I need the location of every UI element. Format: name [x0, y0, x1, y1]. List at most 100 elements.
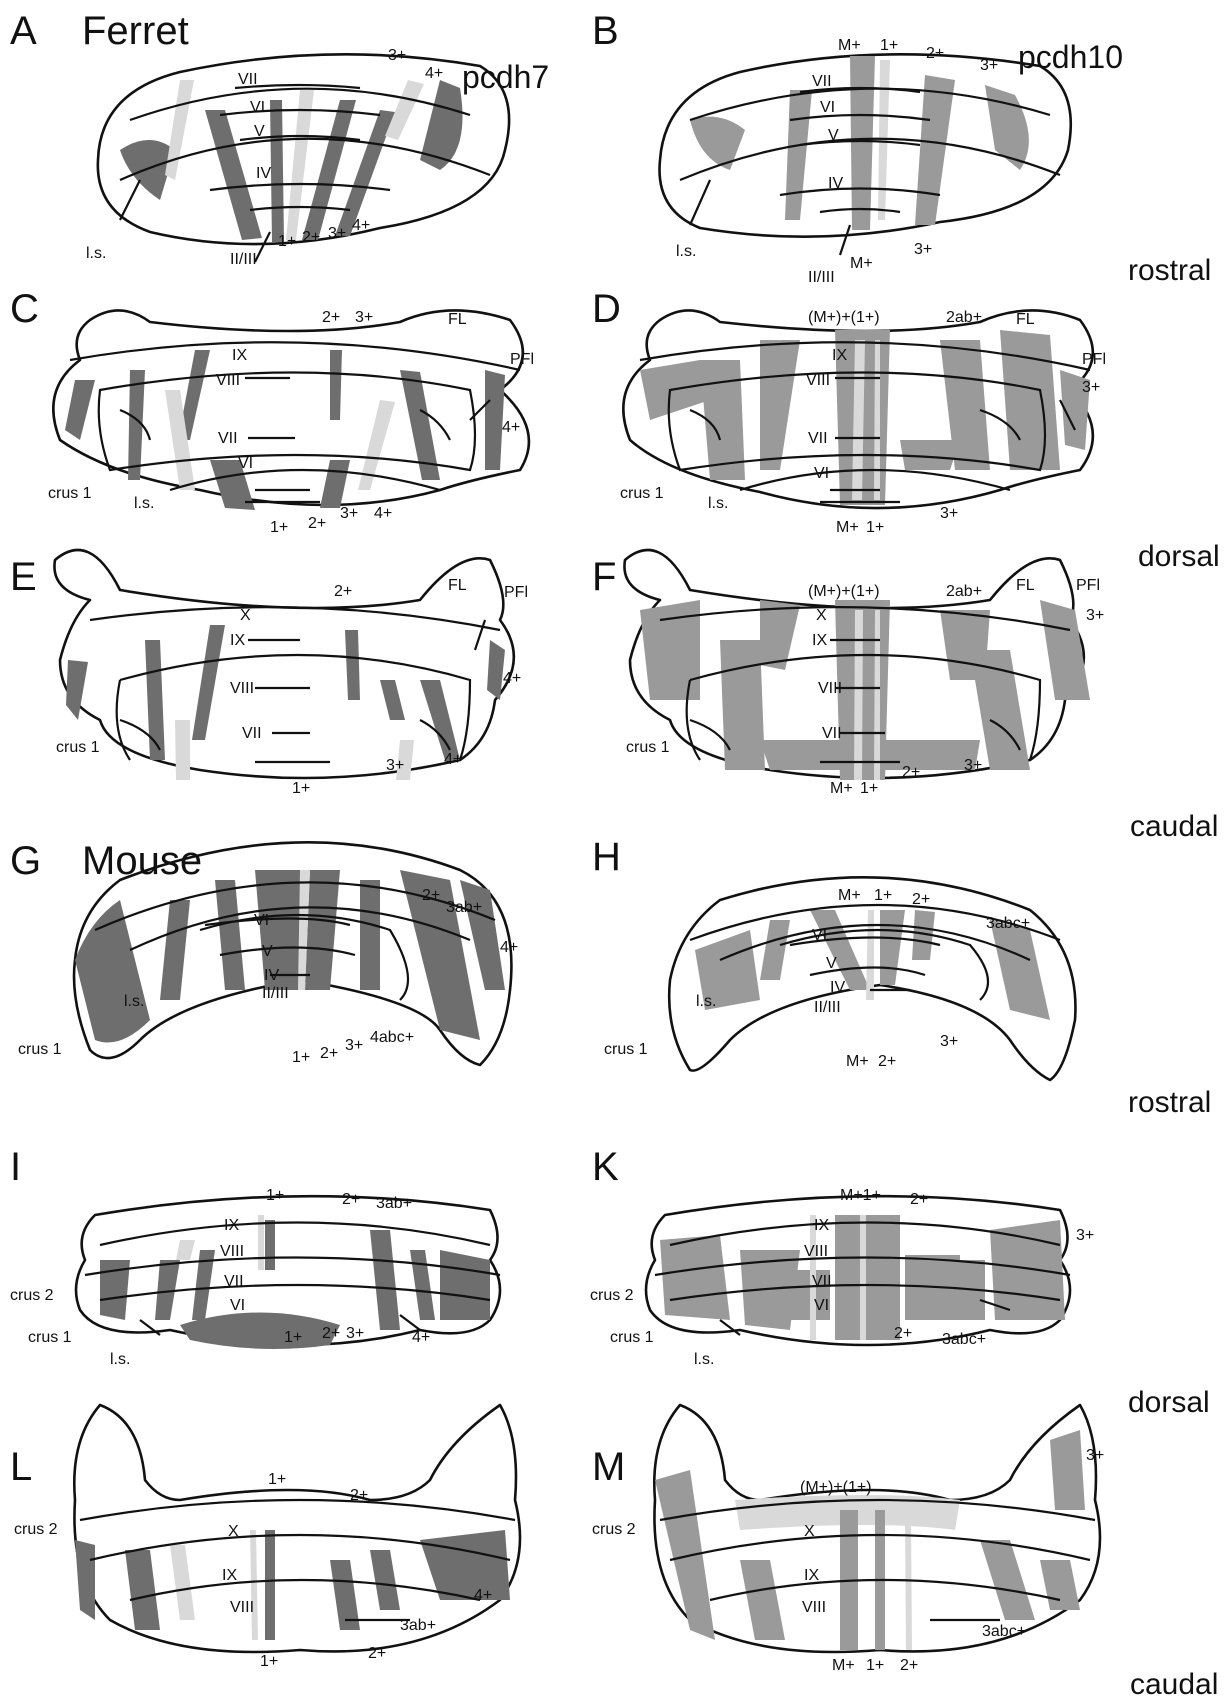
annotation-label: VII: [218, 430, 238, 447]
panel-h: H rostral VI V IV II/III M+ 1+ 2+ 3abc+ …: [592, 835, 1211, 1119]
annotation-label: 1+: [292, 1049, 310, 1066]
annotation-label: 3+: [1086, 1447, 1104, 1464]
annotation-label: (M+)+(1+): [808, 583, 880, 600]
annotation-label: 3+: [355, 309, 373, 326]
annotation-label: crus 1: [18, 1041, 62, 1058]
panel-l: L X IX VIII 1+ 2+ 4+ 3ab+ 1+ 2+ crus 2: [10, 1405, 520, 1670]
annotation-label: M+1+: [840, 1187, 881, 1204]
annotation-label: 3+: [1082, 379, 1100, 396]
annotation-label: 2ab+: [946, 309, 982, 326]
panel-h-view: rostral: [1128, 1086, 1211, 1119]
annotation-label: 1+: [874, 887, 892, 904]
panel-f-view: caudal: [1130, 810, 1218, 843]
panel-b: B pcdh10 rostral VII VI V IV II/III M+ 1…: [592, 9, 1211, 287]
stripe-medium: [835, 1215, 900, 1340]
annotation-label: PFl: [1082, 351, 1106, 368]
stripe-light: [175, 720, 190, 780]
annotation-label: PFl: [1076, 577, 1100, 594]
panel-k-letter: K: [592, 1145, 619, 1189]
annotation-label: 2+: [320, 1045, 338, 1062]
annotation-label: VIII: [216, 372, 240, 389]
annotation-label: 3ab+: [376, 1195, 412, 1212]
annotation-label: l.s.: [110, 1351, 130, 1368]
panel-c: C IX VIII VII VI 2+ 3+ FL PFl 4+ crus 1 …: [10, 287, 534, 536]
annotation-label: 2+: [900, 1657, 918, 1674]
annotation-label: 3+: [964, 757, 982, 774]
annotation-label: 1+: [860, 780, 878, 797]
stripe-dark: [270, 100, 284, 242]
annotation-label: VIII: [230, 680, 254, 697]
annotation-label: 2+: [302, 229, 320, 246]
annotation-label: IX: [832, 347, 847, 364]
annotation-label: 4+: [444, 751, 462, 768]
annotation-label: V: [826, 955, 837, 972]
annotation-label: 3+: [328, 225, 346, 242]
panel-f-letter: F: [592, 555, 616, 599]
annotation-label: M+: [830, 780, 853, 797]
annotation-label: VII: [822, 725, 842, 742]
stripe-medium: [660, 1235, 730, 1320]
annotation-label: VI: [814, 465, 829, 482]
annotation-label: 4+: [412, 1329, 430, 1346]
annotation-label: IX: [812, 632, 827, 649]
annotation-label: 3abc+: [986, 915, 1030, 932]
stripe-dark: [265, 1220, 275, 1270]
annotation-label: VI: [238, 455, 253, 472]
annotation-label: IX: [804, 1567, 819, 1584]
panel-a: A Ferret pcdh7 VII VI V IV II/III 3+ 4+ …: [10, 9, 549, 268]
panel-m: M caudal X IX VIII (M+)+(1+) 3+ 3abc+ M+…: [592, 1405, 1218, 1701]
annotation-label: crus 1: [626, 739, 670, 756]
panel-a-gene: pcdh7: [462, 59, 549, 95]
panel-d-view: dorsal: [1138, 540, 1220, 573]
annotation-label: 4+: [503, 670, 521, 687]
annotation-label: X: [816, 607, 827, 624]
annotation-label: VIII: [230, 1599, 254, 1616]
panel-l-letter: L: [10, 1445, 32, 1489]
annotation-label: VII: [242, 725, 262, 742]
annotation-label: 4+: [425, 65, 443, 82]
annotation-label: (M+)+(1+): [808, 309, 880, 326]
annotation-label: 3ab+: [446, 899, 482, 916]
annotation-label: FL: [1016, 577, 1035, 594]
annotation-label: VIII: [804, 1243, 828, 1260]
stripe-dark: [265, 1530, 275, 1640]
annotation-label: l.s.: [694, 1351, 714, 1368]
annotation-label: 1+: [866, 519, 884, 536]
annotation-label: 3+: [940, 505, 958, 522]
panel-c-outline: [53, 310, 529, 505]
annotation-label: IX: [814, 1217, 829, 1234]
annotation-label: IX: [232, 347, 247, 364]
annotation-label: V: [254, 123, 265, 140]
annotation-label: VII: [808, 430, 828, 447]
panel-g: G Mouse VI V IV II/III 2+ 3ab+ 4+ 1+ 2+ …: [10, 839, 518, 1066]
annotation-label: 1+: [880, 37, 898, 54]
panel-m-letter: M: [592, 1445, 625, 1489]
annotation-label: 2+: [322, 1325, 340, 1342]
annotation-label: VII: [224, 1273, 244, 1290]
stripe-light: [854, 610, 863, 780]
annotation-label: 3+: [386, 757, 404, 774]
panel-b-gene: pcdh10: [1018, 39, 1123, 75]
annotation-label: 3+: [388, 47, 406, 64]
panel-b-view: rostral: [1128, 254, 1211, 287]
annotation-label: 3+: [340, 505, 358, 522]
annotation-label: VI: [250, 99, 265, 116]
annotation-label: 3+: [346, 1325, 364, 1342]
stripe-medium: [760, 740, 980, 770]
annotation-label: FL: [448, 311, 467, 328]
annotation-label: IV: [830, 979, 845, 996]
annotation-label: l.s.: [124, 993, 144, 1010]
annotation-label: FL: [448, 577, 467, 594]
annotation-label: VIII: [802, 1599, 826, 1616]
panel-m-view: caudal: [1130, 1668, 1218, 1701]
annotation-label: 1+: [278, 233, 296, 250]
annotation-label: II/III: [814, 999, 841, 1016]
annotation-label: VIII: [220, 1243, 244, 1260]
stripe-light: [874, 340, 880, 500]
annotation-label: 3+: [940, 1033, 958, 1050]
annotation-label: II/III: [230, 251, 257, 268]
panel-b-letter: B: [592, 9, 619, 53]
annotation-label: VII: [812, 1273, 832, 1290]
panel-d-fl: FL: [1016, 311, 1035, 328]
